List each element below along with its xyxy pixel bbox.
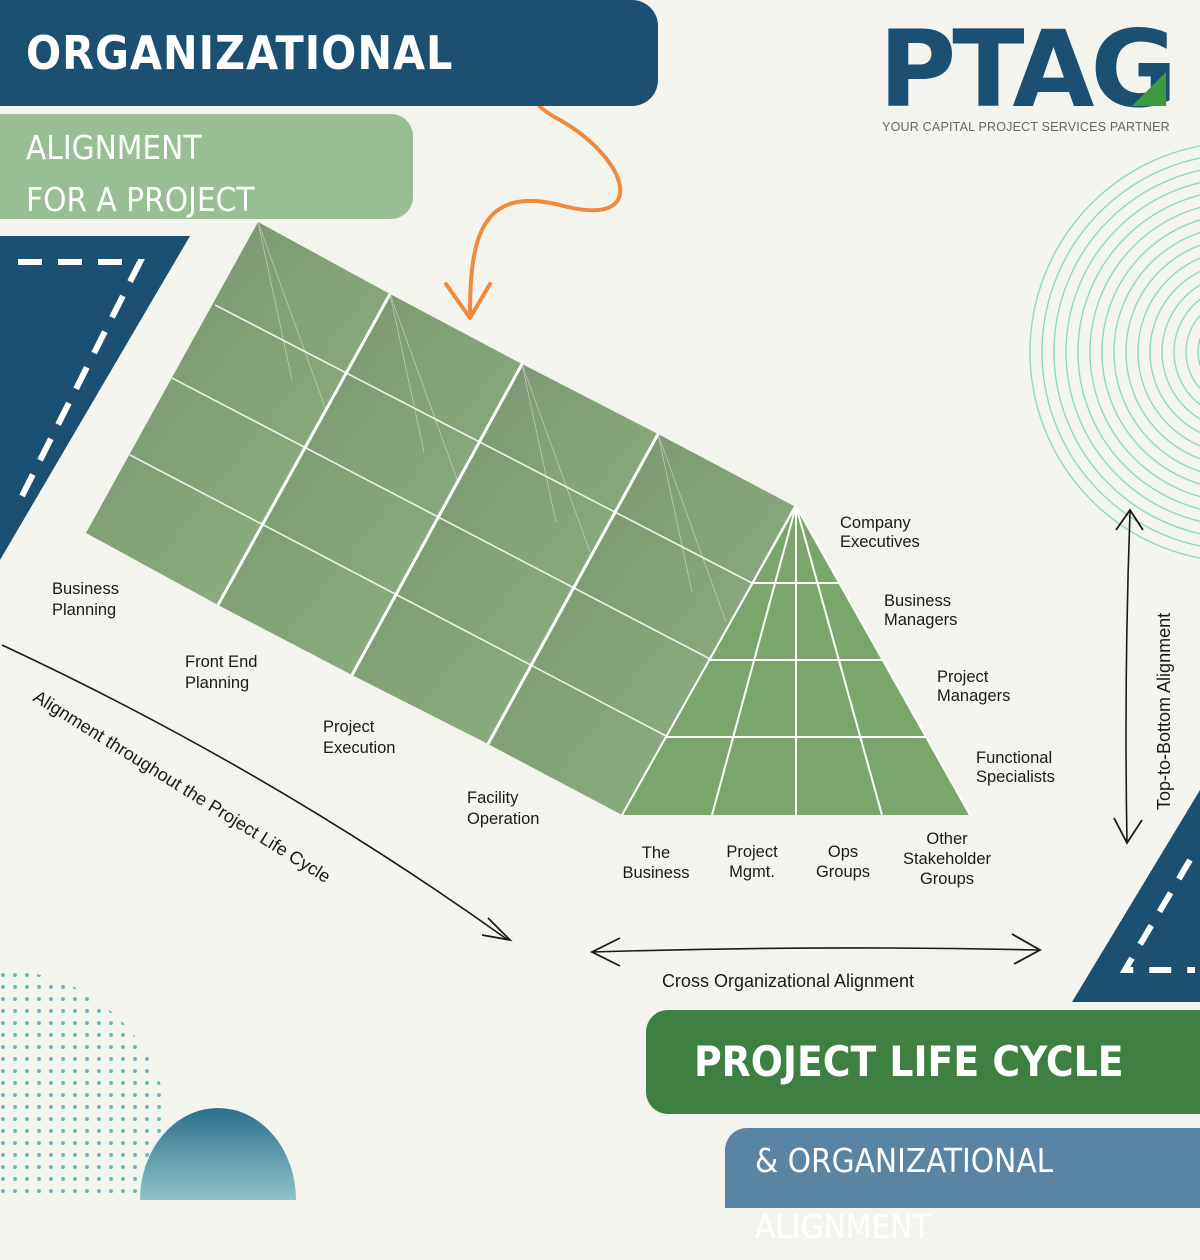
footer-badge-sub: & ORGANIZATIONAL ALIGNMENT bbox=[725, 1128, 1200, 1246]
logo-wordmark: PTAG bbox=[878, 8, 1178, 131]
slab-front-end-planning bbox=[218, 294, 522, 675]
slab-facility-operation bbox=[488, 434, 794, 815]
footer-badge-main-text: PROJECT LIFE CYCLE bbox=[694, 1037, 1124, 1086]
slab-business-planning bbox=[86, 222, 390, 605]
concentric-rings-decoration bbox=[1029, 145, 1200, 559]
road-decoration-right bbox=[1072, 790, 1200, 1002]
footer-badge-sub-text: & ORGANIZATIONAL ALIGNMENT bbox=[755, 1141, 1054, 1246]
cross-axis: Cross Organizational Alignment bbox=[589, 933, 1042, 991]
vertical-axis: Top-to-Bottom Alignment bbox=[1113, 508, 1174, 845]
road-decoration-left bbox=[0, 236, 190, 560]
page-title: ORGANIZATIONAL bbox=[26, 26, 454, 80]
front-pyramid bbox=[621, 505, 971, 816]
logo-arrow-icon bbox=[1132, 72, 1166, 106]
phase-slabs bbox=[86, 221, 794, 815]
cross-axis-label: Cross Organizational Alignment bbox=[662, 971, 914, 991]
subtitle-banner: ALIGNMENT FOR A PROJECT bbox=[0, 114, 413, 219]
title-banner: ORGANIZATIONAL bbox=[0, 0, 658, 106]
dots-decoration bbox=[0, 970, 170, 1200]
slab-project-execution bbox=[352, 364, 658, 744]
logo-tagline: YOUR CAPITAL PROJECT SERVICES PARTNER bbox=[882, 120, 1170, 134]
footer-badge-main: PROJECT LIFE CYCLE bbox=[646, 1010, 1200, 1114]
subtitle-line-1: ALIGNMENT bbox=[26, 128, 202, 167]
subtitle-line-2: FOR A PROJECT bbox=[26, 180, 255, 219]
vertical-axis-label: Top-to-Bottom Alignment bbox=[1154, 613, 1174, 810]
semicircle-decoration bbox=[140, 1108, 296, 1200]
lifecycle-axis-label: Alignment throughout the Project Life Cy… bbox=[30, 686, 334, 886]
ptag-logo: PTAG YOUR CAPITAL PROJECT SERVICES PARTN… bbox=[876, 8, 1178, 135]
